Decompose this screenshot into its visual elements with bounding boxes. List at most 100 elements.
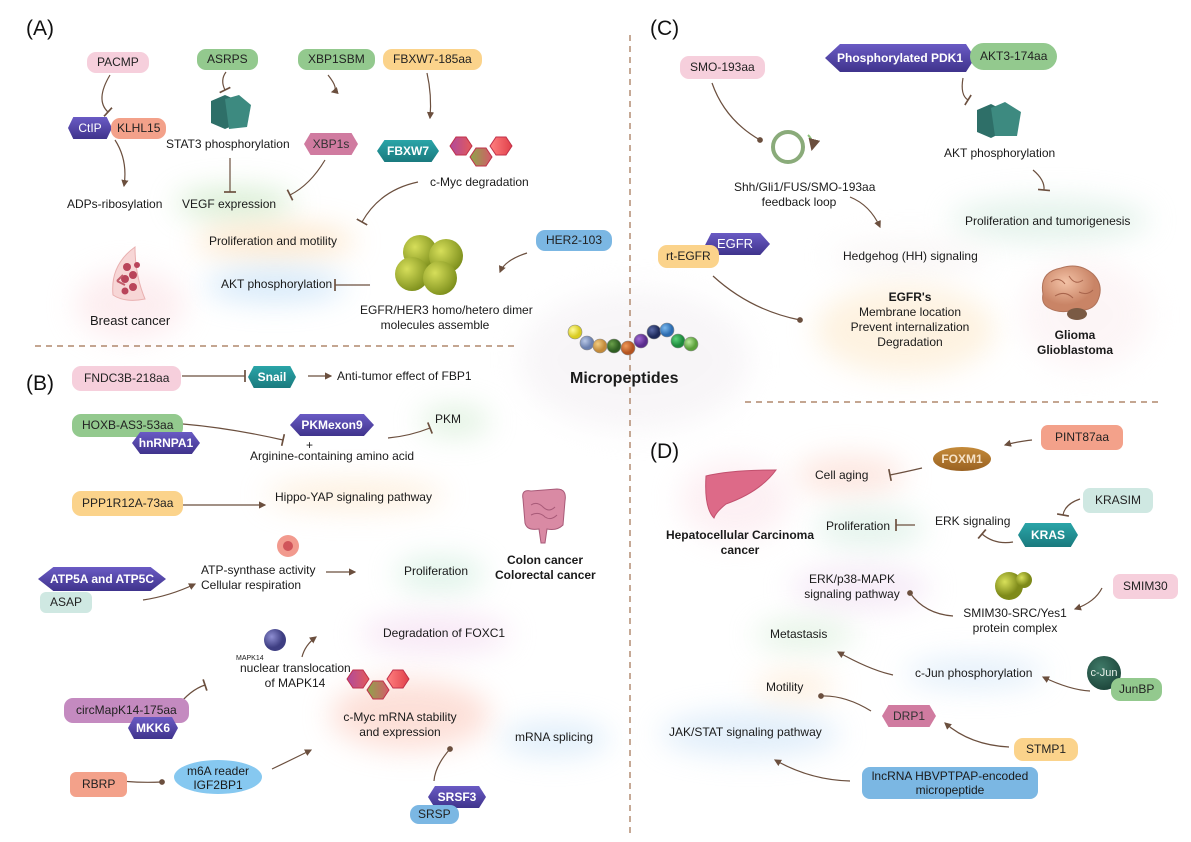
label-plus: + — [306, 438, 314, 452]
glow-egfrs — [815, 285, 995, 375]
arrow-rtegfr — [712, 275, 803, 323]
label-degradation: Degradation — [877, 335, 943, 349]
label-feedback-line2: feedback loop — [761, 195, 837, 209]
node-lncrna-line1: lncRNA HBVPTPAP-encoded — [871, 769, 1029, 783]
arrow-rbrp-m6a — [121, 779, 165, 785]
node-drp1: DRP1 — [882, 705, 936, 727]
label-pkm: PKM — [435, 412, 462, 426]
node-asap: ASAP — [40, 592, 93, 613]
arrow-pdk1-akt — [961, 77, 972, 106]
panel-label-c: (C) — [650, 17, 680, 40]
bead-1 — [567, 324, 583, 340]
glow-prolif-motility — [195, 224, 355, 258]
label-adps-ribosylation: ADPs-ribosylation — [67, 197, 163, 211]
arrow-cmyc-prolif — [356, 181, 419, 226]
disease-hcc: Hepatocellular Carcinoma cancer — [660, 528, 820, 558]
node-mkk6: MKK6 — [128, 717, 178, 739]
cmyc-hexagons-icon — [449, 136, 513, 167]
node-lncrna-line2: micropeptide — [915, 783, 985, 797]
breast-icon — [112, 246, 146, 301]
bead-7 — [646, 324, 662, 340]
label-egfrs: EGFR's — [888, 290, 932, 304]
label-nuclear-line2: of MAPK14 — [264, 676, 326, 690]
micropeptide-chain-icon — [567, 322, 699, 356]
disease-glioma: Glioma Glioblastoma — [1035, 328, 1115, 358]
label-nuclear-line1: nuclear translocation — [240, 661, 351, 675]
label-proliferation-b: Proliferation — [404, 564, 469, 578]
node-lncrna-hbvptpap: lncRNA HBVPTPAP-encoded micropeptide — [862, 767, 1038, 799]
node-cjun: c-Jun — [1087, 656, 1121, 690]
label-proliferation-d: Proliferation — [826, 519, 891, 533]
label-atp-synthase-line1: ATP-synthase activity — [201, 563, 316, 577]
cell-icon — [277, 535, 299, 557]
label-egfr-her3-line1: EGFR/HER3 homo/hetero dimer — [360, 303, 533, 317]
label-prolif-tumorigenesis: Proliferation and tumorigenesis — [965, 214, 1131, 228]
glow-akt — [205, 268, 345, 302]
stat3-protein-icon — [211, 95, 251, 129]
colon-icon — [522, 488, 566, 544]
arrow-smo193 — [711, 82, 763, 143]
node-asrps: ASRPS — [197, 49, 258, 70]
label-motility: Motility — [766, 680, 804, 694]
bead-6 — [633, 333, 649, 349]
node-junbp: JunBP — [1111, 678, 1163, 701]
arrow-pacmp — [101, 74, 113, 117]
arrow-srsf3-splice — [433, 746, 453, 782]
arrow-xbp1s-vegf — [286, 159, 326, 201]
label-cjun-phosphorylation: c-Jun phosphorylation — [915, 666, 1033, 680]
node-m6a-reader: m6A reader IGF2BP1 — [174, 760, 262, 794]
arrow-cjun-metastasis — [836, 651, 894, 676]
node-stmp1: STMP1 — [1014, 738, 1079, 761]
label-egfr-her3-line2: molecules assemble — [380, 318, 490, 332]
node-hnrnpa1: hnRNPA1 — [132, 432, 200, 454]
label-cmyc-mrna: c-Myc mRNA stability and expression — [330, 710, 470, 740]
arrow-lncrna-jakstat — [773, 759, 851, 782]
glow-jakstat — [660, 712, 840, 756]
panel-label-b: (B) — [26, 372, 54, 395]
label-vegf-expression: VEGF expression — [182, 197, 277, 211]
label-antitumor-fbp1: Anti-tumor effect of FBP1 — [337, 369, 472, 383]
egfr-her3-spheres-icon — [395, 235, 463, 295]
glow-prolif-b — [395, 556, 485, 592]
glow-vegf — [175, 188, 295, 218]
glow-metastasis — [755, 620, 855, 650]
label-arginine: Arginine-containing amino acid — [250, 449, 415, 463]
arrow-krasim-kras — [1056, 498, 1081, 517]
label-akt-phosphorylation-a: AKT phosphorylation — [221, 277, 333, 291]
node-xbp1sbm: XBP1SBM — [298, 49, 375, 70]
arrow-atp5-synth — [142, 583, 197, 601]
node-smo-193aa: SMO-193aa — [680, 56, 765, 79]
node-atp5a-atp5c: ATP5A and ATP5C — [38, 567, 166, 591]
panel-label-d: (D) — [650, 440, 680, 463]
akt-protein-icon — [977, 102, 1021, 138]
label-stat3: STAT3 phosphorylation — [166, 137, 290, 151]
node-srsf3: SRSF3 — [428, 786, 486, 808]
node-foxm1: FOXM1 — [933, 447, 991, 471]
label-erk-p38: ERK/p38-MAPK signaling pathway — [792, 572, 912, 602]
arrow-smim30-complex — [1073, 587, 1103, 611]
label-smim30-complex-line1: SMIM30-SRC/Yes1 — [963, 606, 1067, 620]
node-pacmp: PACMP — [87, 52, 149, 73]
label-prevent-internalization: Prevent internalization — [850, 320, 970, 334]
node-m6a-line1: m6A reader — [186, 764, 250, 778]
mapk14-sphere-icon — [264, 629, 286, 651]
bead-3 — [592, 338, 608, 354]
label-hedgehog: Hedgehog (HH) signaling — [843, 249, 978, 263]
node-fndc3b-218aa: FNDC3B-218aa — [72, 366, 182, 391]
label-degradation-foxc1: Degradation of FOXC1 — [383, 626, 506, 640]
disease-hcc-line2: cancer — [720, 543, 760, 557]
node-ppp1r12a-73aa: PPP1R12A-73aa — [72, 491, 184, 516]
label-cmyc-degradation: c-Myc degradation — [430, 175, 529, 189]
node-akt3-174aa: AKT3-174aa — [970, 43, 1058, 70]
node-kras: KRAS — [1018, 523, 1078, 547]
arrow-xbp1sbm — [327, 74, 339, 95]
disease-glioma-line2: Glioblastoma — [1036, 343, 1113, 357]
arrow-pk-pkm — [387, 422, 434, 439]
label-smim30-complex: SMIM30-SRC/Yes1 protein complex — [955, 606, 1075, 636]
arrow-drp1-motility — [818, 693, 872, 712]
label-smim30-complex-line2: protein complex — [972, 621, 1058, 635]
feedback-loop-icon — [771, 130, 820, 164]
arrow-her2 — [498, 252, 528, 274]
glow-prolif-tumor — [950, 198, 1150, 242]
